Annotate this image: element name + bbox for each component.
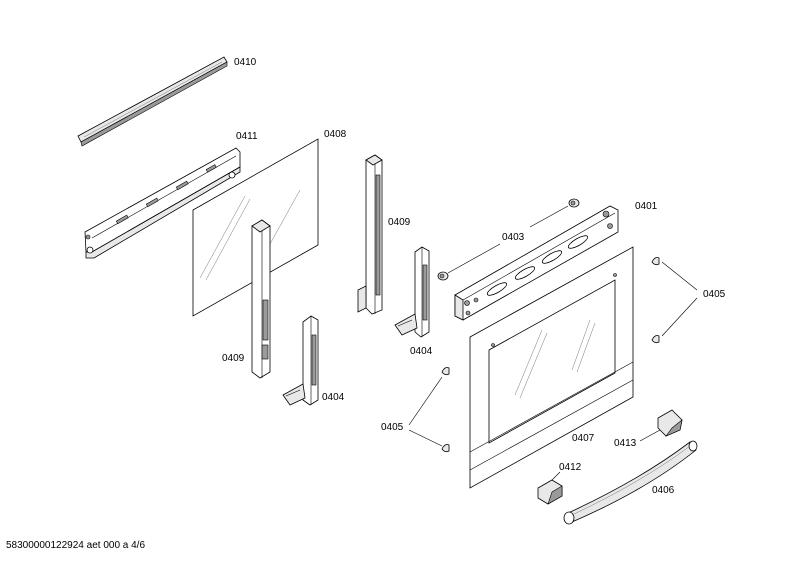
label-0405-right: 0405: [703, 289, 726, 300]
part-0405-clips: [408, 257, 698, 453]
label-0405-left: 0405: [381, 422, 404, 433]
label-0409-left: 0409: [222, 353, 245, 364]
part-0404-left-hinge: [282, 315, 319, 406]
label-0409-right: 0409: [388, 217, 411, 228]
label-0406: 0406: [652, 485, 675, 496]
part-0413-end-cap: [639, 409, 683, 442]
label-0413: 0413: [614, 438, 637, 449]
part-0401-slotted-bracket: [454, 205, 619, 321]
label-0408: 0408: [324, 129, 347, 140]
part-0412-bracket-piece: [537, 471, 563, 505]
part-0409-right-profile: [357, 154, 383, 315]
document-footer: 58300000122924 aet 000 a 4/6: [6, 540, 146, 551]
part-0410-trim-strip: [77, 56, 228, 147]
label-0401: 0401: [635, 201, 658, 212]
label-0404-right: 0404: [410, 346, 433, 357]
label-0404-left: 0404: [322, 392, 345, 403]
label-0403: 0403: [502, 232, 525, 243]
part-0409-left-profile: [251, 219, 271, 379]
label-0411: 0411: [236, 131, 258, 142]
part-0411-top-rail: [84, 147, 241, 259]
label-0407: 0407: [572, 433, 595, 444]
part-0406-handle-bar: [563, 440, 698, 525]
part-0407-outer-glass-door: [469, 246, 634, 489]
label-0412: 0412: [559, 462, 582, 473]
part-0404-right-hinge: [394, 246, 430, 338]
part-0403-spacers: [437, 198, 580, 281]
label-0410: 0410: [234, 57, 257, 68]
